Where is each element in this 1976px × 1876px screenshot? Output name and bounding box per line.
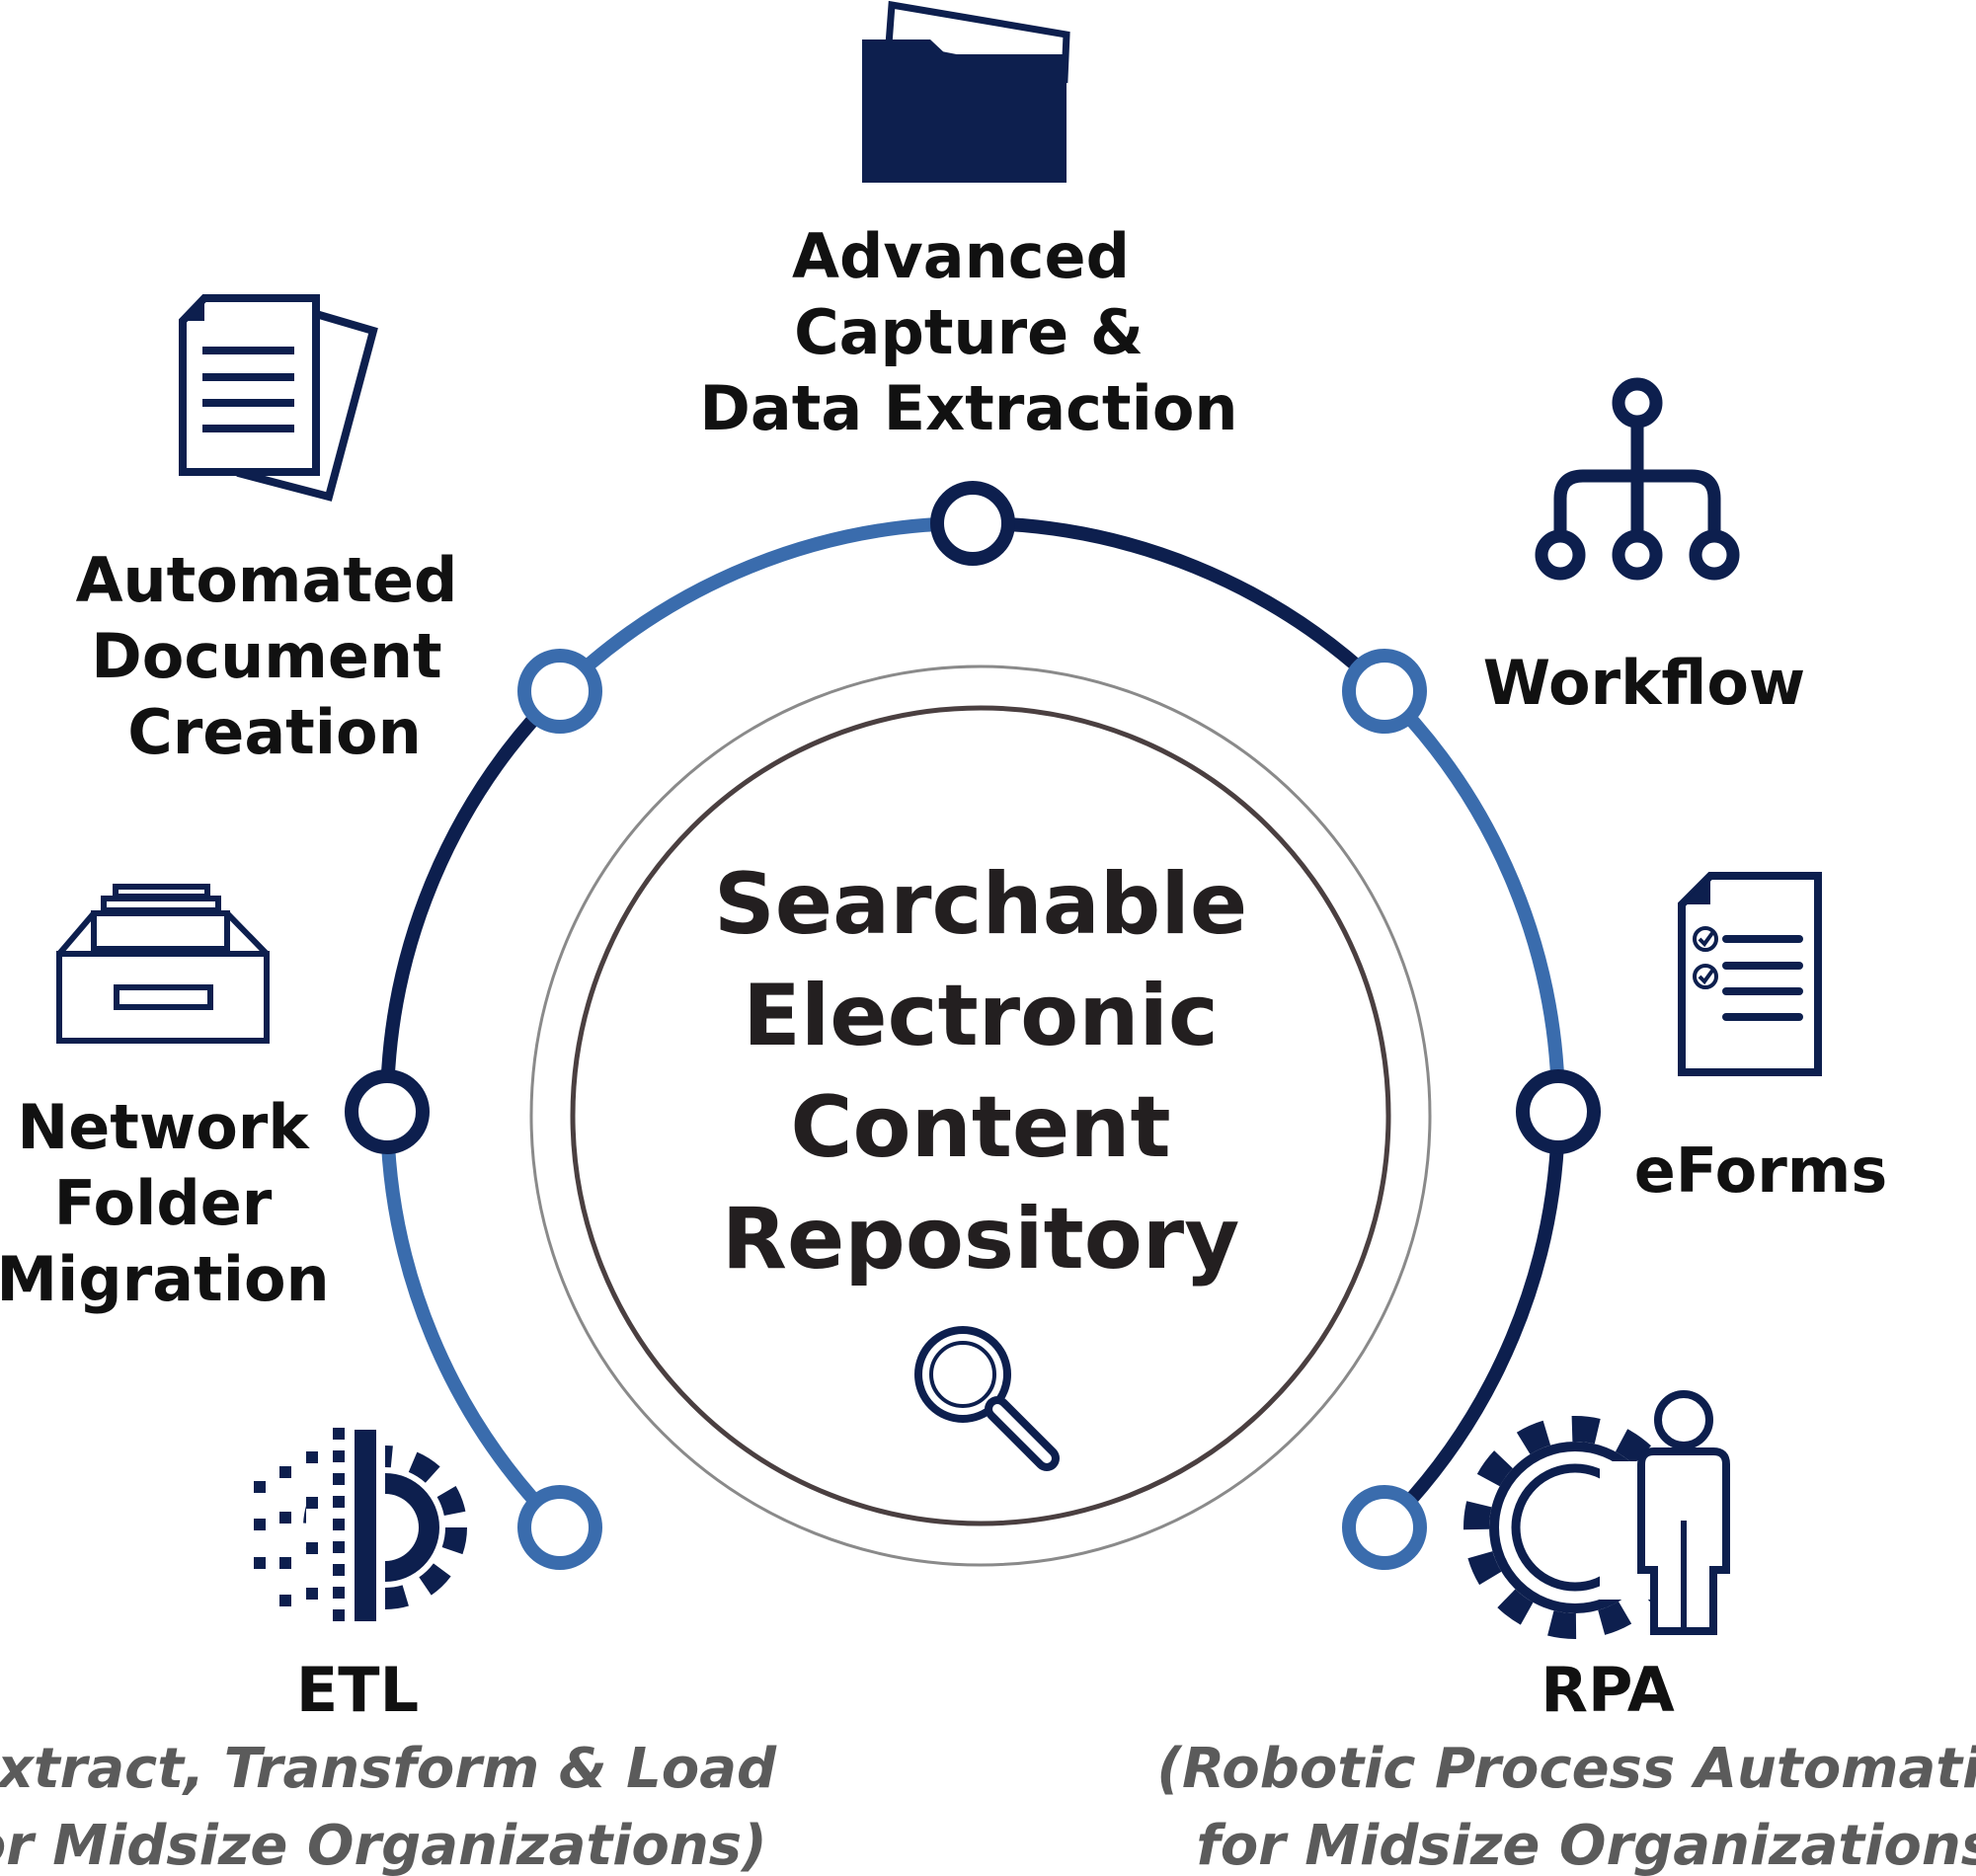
- label-workflow: Workflow: [1483, 647, 1805, 719]
- magnifier-icon: [914, 1326, 1060, 1471]
- arc-segment: [379, 684, 567, 1119]
- node-workflow: [1342, 649, 1427, 734]
- label-line: Folder: [54, 1167, 273, 1239]
- label-etl: ETL: [296, 1654, 419, 1726]
- arc-segment: [380, 1105, 567, 1534]
- file-drawer-icon: [56, 884, 270, 1044]
- subtitle-rpa: (Robotic Process Automation for Midsize …: [1156, 1737, 1976, 1876]
- node-automated-document: [517, 649, 602, 734]
- subtitle-etl: (Extract, Transform & Load for Midsize O…: [0, 1737, 777, 1876]
- node-rpa: [1342, 1485, 1427, 1570]
- label-line: Data Extraction: [699, 372, 1237, 444]
- label-rpa: RPA: [1541, 1654, 1674, 1726]
- label-automated-document: Automated Document Creation: [76, 544, 458, 768]
- arc-segment: [1378, 684, 1566, 1119]
- outer-ring: [529, 664, 1432, 1567]
- node-eforms: [1516, 1069, 1601, 1154]
- center-title-line: Content: [790, 1078, 1170, 1177]
- label-network-folder: Network Folder Migration: [0, 1091, 330, 1315]
- arc-nodes: [345, 481, 1601, 1570]
- subtitle-line: for Midsize Organizations): [0, 1814, 767, 1876]
- label-line: Advanced: [792, 220, 1130, 292]
- arc-segment: [966, 516, 1391, 698]
- label-line: Migration: [0, 1243, 330, 1315]
- label-line: Capture &: [794, 296, 1144, 368]
- label-line: Document: [91, 620, 441, 692]
- folder-icon: [862, 0, 1070, 183]
- center-title-line: Searchable: [714, 855, 1247, 954]
- label-line: Creation: [127, 696, 422, 768]
- connector-arc: [379, 515, 1566, 1534]
- hierarchy-icon: [1535, 377, 1740, 581]
- label-eforms: eForms: [1634, 1134, 1888, 1207]
- gear-person-icon: [1463, 1390, 1730, 1639]
- subtitle-line: for Midsize Organizations): [1196, 1814, 1976, 1876]
- center-title: Searchable Electronic Content Repository: [714, 855, 1247, 1289]
- arc-segment: [1378, 1105, 1565, 1534]
- subtitle-line: (Robotic Process Automation: [1156, 1737, 1976, 1801]
- arc-segment: [553, 515, 980, 698]
- node-etl: [517, 1485, 602, 1570]
- node-network-folder: [345, 1069, 430, 1154]
- node-advanced-capture: [930, 481, 1015, 566]
- documents-icon: [179, 294, 378, 502]
- label-line: Automated: [76, 544, 458, 616]
- subtitle-line: (Extract, Transform & Load: [0, 1737, 777, 1801]
- inner-ring: [570, 705, 1391, 1526]
- pixel-gear-icon: [254, 1422, 467, 1634]
- center-title-line: Electronic: [743, 967, 1219, 1065]
- checklist-document-icon: [1678, 872, 1822, 1076]
- central-rings: [529, 664, 1432, 1567]
- center-title-line: Repository: [722, 1190, 1240, 1289]
- label-line: Network: [17, 1091, 310, 1163]
- label-advanced-capture: Advanced Capture & Data Extraction: [699, 220, 1237, 444]
